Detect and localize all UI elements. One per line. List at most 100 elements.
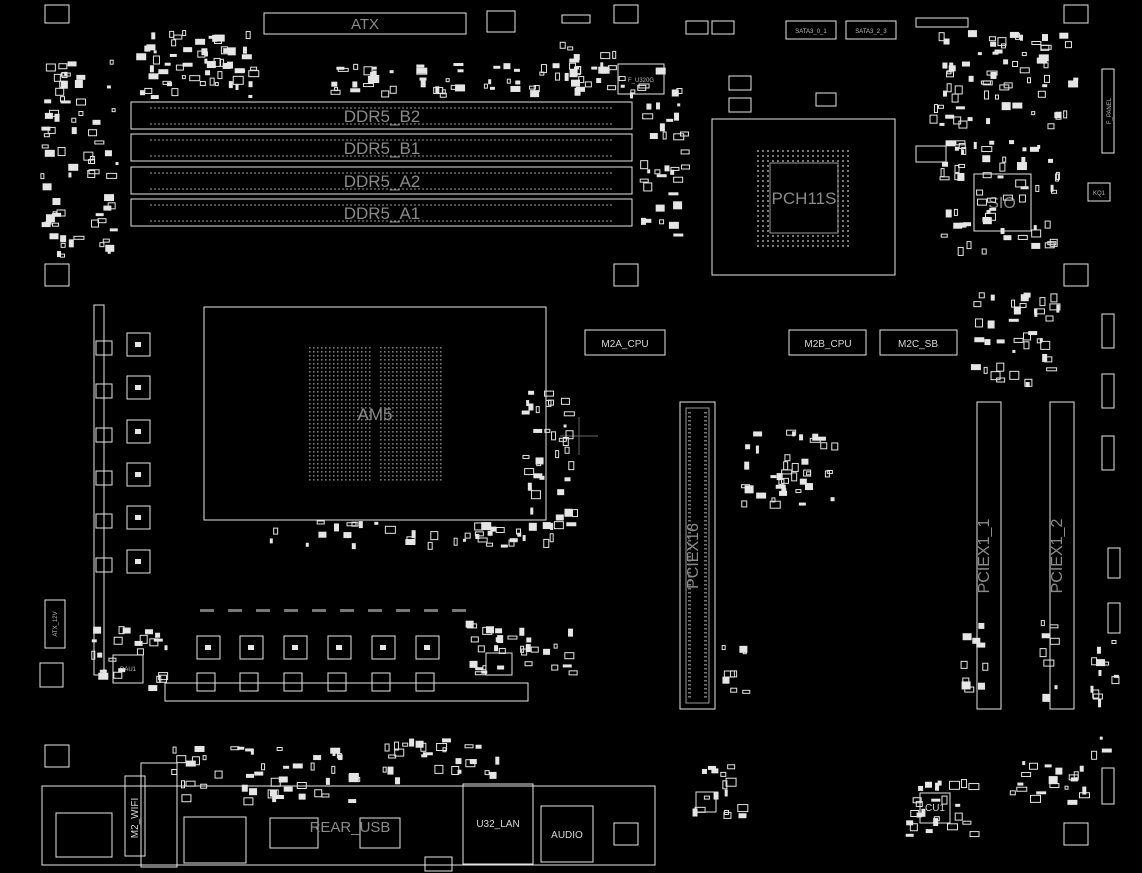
smd-component (639, 178, 649, 183)
cpu-pin (361, 383, 363, 385)
cpu-pin (317, 435, 319, 437)
bga-ball (837, 200, 839, 202)
smd-component (664, 165, 670, 172)
cpu-pin (408, 403, 410, 405)
smd-component (540, 64, 547, 74)
smd-component (470, 636, 479, 643)
svg-text:AM5: AM5 (358, 405, 393, 424)
smd-component (951, 93, 959, 103)
smd-component (506, 78, 511, 84)
cpu-pin (428, 451, 430, 453)
smd-component (1020, 186, 1029, 190)
cpu-pin (337, 391, 339, 393)
cpu-pin (436, 363, 438, 365)
smd-component (799, 478, 807, 485)
cpu-pin (412, 431, 414, 433)
smd-component (656, 174, 667, 178)
cpu-pin (400, 451, 402, 453)
cpu-pin (333, 415, 335, 417)
cpu-pin (432, 419, 434, 421)
cpu-pin (420, 359, 422, 361)
bga-ball (757, 190, 759, 192)
f-panel-header[interactable]: F_PANEL (1101, 68, 1115, 154)
smd-component (47, 126, 56, 134)
pcie-x16-slot[interactable]: PCIEX16 (679, 401, 716, 710)
m2a-cpu-slot[interactable]: M2A_CPU (584, 329, 666, 356)
smd-component (387, 766, 394, 775)
smd-component (744, 485, 754, 494)
m2c-sb-slot[interactable]: M2C_SB (879, 329, 958, 356)
smd-component (1041, 34, 1048, 42)
atx-power-connector[interactable]: ATX (263, 12, 467, 35)
pcie-pin (704, 652, 707, 654)
f-u320g-header[interactable]: F_U320G (617, 63, 665, 95)
smd-component (209, 77, 215, 86)
inductor (196, 672, 216, 692)
m2b-cpu-slot[interactable]: M2B_CPU (788, 329, 867, 356)
pcie-pin (688, 644, 691, 646)
cpu-pin (321, 379, 323, 381)
dimm-slot-a2[interactable]: DDR5_A2 (130, 166, 633, 195)
dimm-slot-a1[interactable]: DDR5_A1 (130, 198, 633, 227)
smd-component (711, 768, 719, 774)
inductor (95, 513, 113, 529)
smd-component (43, 133, 50, 138)
cpu-pin (404, 387, 406, 389)
sata-connector-b[interactable]: SATA3_2_3 (845, 20, 897, 40)
usb-lan-port[interactable]: U32_LAN (462, 783, 534, 865)
cpu-pin (380, 463, 382, 465)
smd-component (954, 146, 959, 151)
cpu-pin (428, 479, 430, 481)
cpu-pin (329, 443, 331, 445)
cpu-pin (329, 375, 331, 377)
pcie-x1-slot-2[interactable]: PCIEX1_2 (1049, 401, 1075, 710)
smd-component (552, 63, 560, 69)
cpu-pin (396, 371, 398, 373)
dimm-slot-b2[interactable]: DDR5_B2 (130, 101, 633, 130)
cpu-pin (404, 459, 406, 461)
cpu-pin (357, 347, 359, 349)
cpu-pin (329, 411, 331, 413)
cpu-pin (440, 383, 442, 385)
cpu-pin (349, 471, 351, 473)
smd-component (474, 671, 486, 676)
smd-component (409, 738, 415, 747)
smd-component (659, 219, 665, 225)
dimm-slot-b1[interactable]: DDR5_B1 (130, 133, 633, 162)
atx-12v-connector[interactable]: ATX_12V (44, 599, 66, 649)
smd-component (753, 431, 763, 437)
smd-component (331, 765, 336, 774)
bga-ball (782, 155, 784, 157)
cpu-pin (325, 471, 327, 473)
cpu-pin (424, 399, 426, 401)
cpu-pin (349, 447, 351, 449)
rear-usb-ports[interactable]: REAR_USB (310, 817, 401, 849)
smd-component (346, 522, 357, 527)
chipset-pch[interactable]: PCH11S (711, 118, 896, 276)
smd-component (569, 69, 578, 78)
m2-wifi-slot[interactable]: M2_WIFI (124, 775, 146, 857)
smd-component (144, 87, 153, 94)
cpu-pin (392, 391, 394, 393)
cpu-socket-am5[interactable]: AM5 (203, 306, 547, 521)
smd-component (999, 162, 1006, 172)
smd-component (254, 771, 264, 776)
cpu-pin (333, 395, 335, 397)
smd-component (1044, 220, 1051, 229)
pcie-x1-slot-1[interactable]: PCIEX1_1 (976, 401, 1002, 710)
smd-component (1049, 783, 1060, 789)
cpu-pin (309, 383, 311, 385)
cpu-pin (384, 435, 386, 437)
cpu-pin (369, 479, 371, 481)
sata-connector-a[interactable]: SATA3_0_1 (785, 20, 837, 40)
smd-component (1017, 234, 1028, 240)
cpu-pin (380, 363, 382, 365)
cpu-pin (333, 427, 335, 429)
cpu-pin (353, 363, 355, 365)
audio-jack[interactable]: AUDIO (540, 805, 594, 863)
smd-component (436, 743, 448, 752)
cpu-pin (341, 379, 343, 381)
pcie-pin (688, 580, 691, 582)
pcie-pin (704, 664, 707, 666)
smd-component (957, 172, 965, 181)
